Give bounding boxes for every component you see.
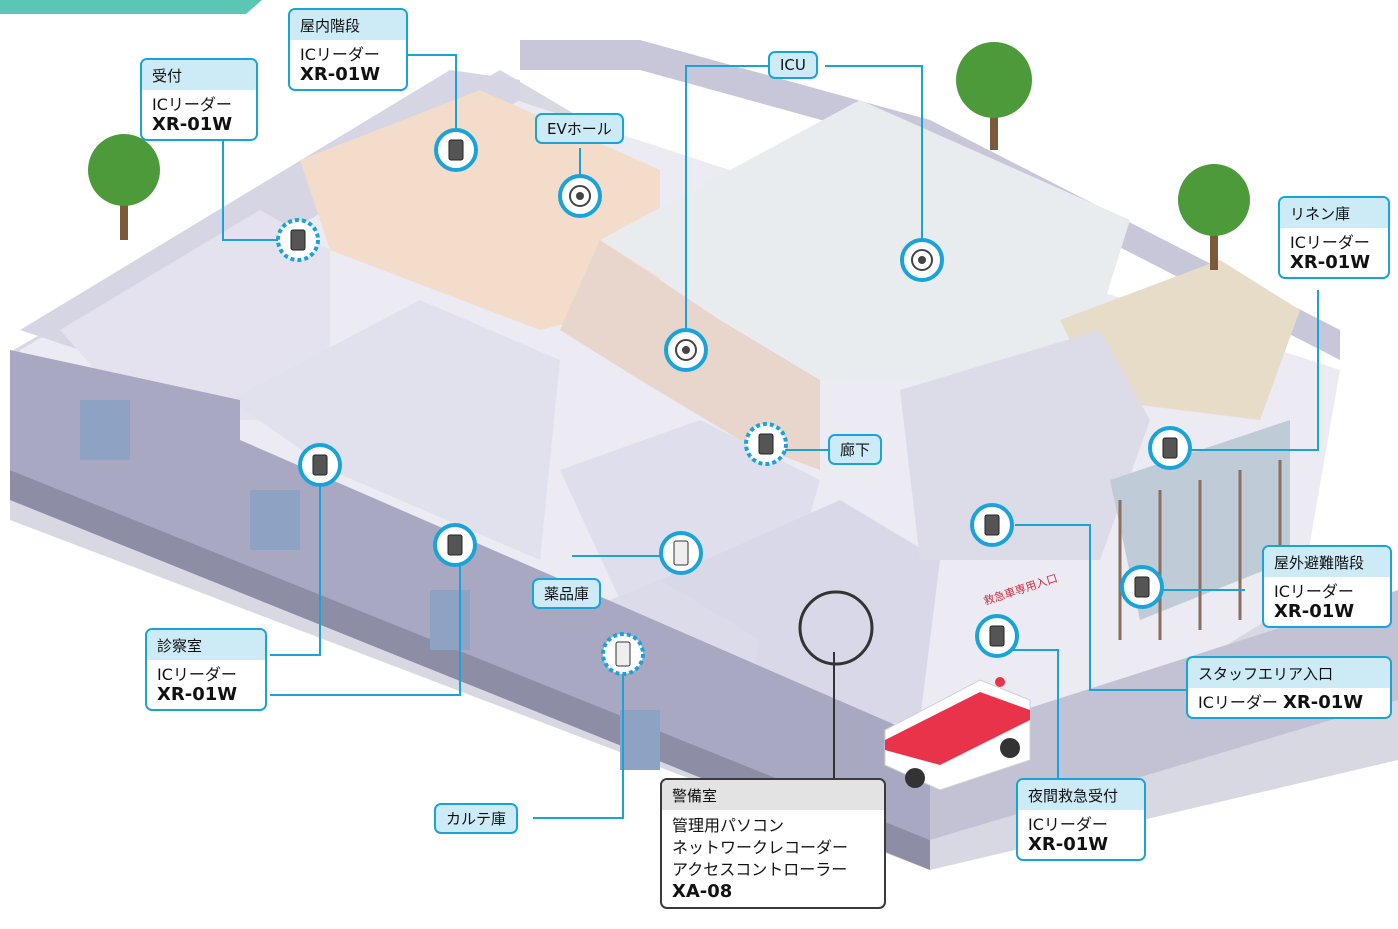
callout-title: 診察室	[147, 630, 265, 660]
label-icu: ICU	[768, 51, 818, 79]
window	[250, 490, 300, 550]
keypad-reader-icon	[615, 641, 631, 667]
model-number: XR-01W	[300, 64, 381, 85]
model-number: XR-01W	[1290, 252, 1371, 273]
dome-camera-icon	[664, 328, 708, 372]
device-name: ICリーダー	[1274, 582, 1354, 601]
card-reader-icon	[290, 229, 306, 251]
label-ev-hall: EVホール	[535, 113, 624, 144]
tree-icon	[88, 134, 160, 240]
callout-title: リネン庫	[1280, 198, 1388, 228]
room-reception	[60, 210, 330, 420]
card-reader-icon	[448, 139, 464, 161]
dome-camera-icon	[558, 174, 602, 218]
model-number: XA-08	[672, 881, 733, 902]
device-name: ICリーダー	[1198, 693, 1278, 712]
model-number: XR-01W	[1283, 692, 1364, 713]
equipment-line: アクセスコントローラー	[672, 860, 848, 879]
accent-tab	[0, 0, 262, 14]
card-reader-icon	[312, 454, 328, 476]
model-number: XR-01W	[1028, 834, 1109, 855]
security-room-marker	[798, 590, 874, 666]
callout-title: 屋内階段	[290, 10, 406, 40]
room-icu	[600, 100, 1130, 380]
window	[430, 590, 470, 650]
card-reader-icon	[984, 514, 1000, 536]
room-staff	[900, 330, 1150, 560]
callout-keibi: 警備室 管理用パソコン ネットワークレコーダー アクセスコントローラー XA-0…	[660, 778, 886, 909]
card-reader-icon	[989, 625, 1005, 647]
label-roka: 廊下	[828, 434, 883, 465]
room-ev-hall	[300, 90, 660, 330]
device-name: ICリーダー	[1290, 233, 1370, 252]
card-reader-icon	[447, 534, 463, 556]
callout-title: 受付	[142, 60, 256, 90]
model-number: XR-01W	[1274, 601, 1355, 622]
window	[80, 400, 130, 460]
room-exam	[230, 300, 560, 560]
tree-icon	[1178, 164, 1250, 270]
device-name: ICリーダー	[1028, 815, 1108, 834]
window	[620, 710, 660, 770]
tree-icon	[956, 42, 1032, 150]
outer-wall-band	[10, 470, 930, 870]
callout-staff: スタッフエリア入口 ICリーダー XR-01W	[1186, 656, 1392, 719]
callout-title: スタッフエリア入口	[1188, 658, 1390, 688]
device-name: ICリーダー	[300, 45, 380, 64]
callout-title: 警備室	[662, 780, 884, 810]
equipment-line: 管理用パソコン	[672, 816, 785, 835]
front-wall-right	[930, 590, 1398, 840]
model-number: XR-01W	[152, 114, 233, 135]
callout-title: 屋外避難階段	[1264, 547, 1390, 577]
keypad-reader-icon	[673, 540, 689, 566]
device-name: ICリーダー	[152, 95, 232, 114]
ambulance-icon	[884, 677, 1031, 791]
card-reader-icon	[758, 433, 774, 455]
dome-camera-icon	[900, 238, 944, 282]
callout-title: 夜間救急受付	[1018, 780, 1144, 810]
card-reader-icon	[1162, 437, 1178, 459]
device-name: ICリーダー	[157, 665, 237, 684]
model-number: XR-01W	[157, 684, 238, 705]
label-karte: カルテ庫	[434, 803, 519, 834]
equipment-line: ネットワークレコーダー	[672, 838, 849, 857]
card-reader-icon	[1134, 576, 1150, 598]
label-yakuhin: 薬品庫	[532, 578, 602, 609]
